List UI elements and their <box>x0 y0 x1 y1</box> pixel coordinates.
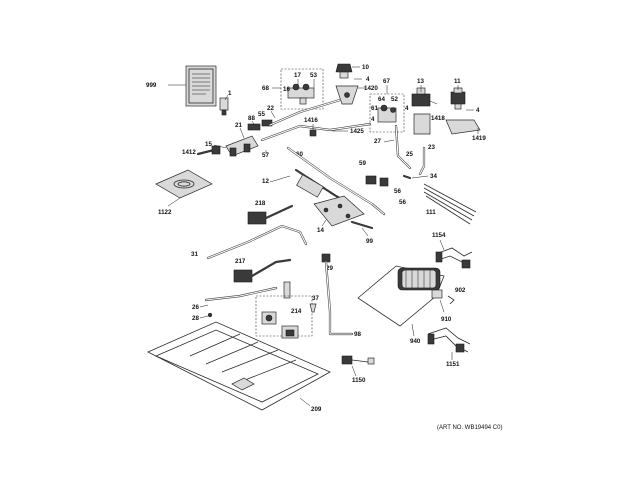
callout-4c: 4 <box>371 116 375 123</box>
callout-22: 22 <box>267 105 274 112</box>
burner-14 <box>313 195 365 227</box>
valve-right-part <box>450 87 466 110</box>
callout-1425: 1425 <box>350 128 364 135</box>
callout-209: 209 <box>311 406 322 413</box>
callout-940: 940 <box>410 338 421 345</box>
callout-1419: 1419 <box>472 135 486 142</box>
callout-37: 37 <box>312 295 319 302</box>
callout-218: 218 <box>255 200 266 207</box>
callout-4b: 4 <box>476 107 480 114</box>
callout-56: 56 <box>394 188 401 195</box>
tube-26 <box>204 281 291 302</box>
callout-59: 59 <box>359 160 366 167</box>
burner-manifold <box>225 135 259 157</box>
callout-16: 16 <box>283 86 290 93</box>
callout-26: 26 <box>192 304 199 311</box>
callout-910: 910 <box>441 316 452 323</box>
callout-52: 52 <box>391 96 398 103</box>
callout-13: 13 <box>417 78 424 85</box>
callout-68: 68 <box>262 85 269 92</box>
wiring-harness-1154 <box>435 247 473 269</box>
regulator-part <box>335 63 353 79</box>
callout-28: 28 <box>192 315 199 322</box>
callout-1418: 1418 <box>431 115 445 122</box>
shield-bracket <box>413 113 431 135</box>
callout-29: 29 <box>326 265 333 272</box>
igniter-218 <box>247 204 294 225</box>
broil-pan-1122 <box>155 169 213 199</box>
heat-shield <box>445 119 481 135</box>
valve-29 <box>321 253 331 263</box>
callout-67: 67 <box>383 78 390 85</box>
callout-111: 111 <box>426 209 436 216</box>
valve-group-box-2 <box>369 93 405 133</box>
callout-27: 27 <box>374 138 381 145</box>
callout-17: 17 <box>294 72 301 79</box>
art-number: (ART NO. WB19494 C0) <box>437 425 502 431</box>
callout-4a: 4 <box>366 76 370 83</box>
valve-59b <box>379 177 389 187</box>
igniter-217 <box>233 258 292 283</box>
callout-31: 31 <box>191 251 198 258</box>
callout-1150: 1150 <box>352 377 366 384</box>
callout-98: 98 <box>354 331 361 338</box>
wiring-harness-1151 <box>427 327 471 353</box>
callout-60: 60 <box>296 151 303 158</box>
callout-1151: 1151 <box>446 361 460 368</box>
bottom-burner-pan <box>147 321 331 411</box>
screw-28 <box>207 312 213 318</box>
callout-11: 11 <box>454 78 461 85</box>
callout-1122: 1122 <box>158 209 172 216</box>
valve-59 <box>365 175 377 185</box>
callout-99: 99 <box>366 238 373 245</box>
wiring-harness <box>423 183 477 225</box>
valve-assembly-2 <box>377 104 397 123</box>
callout-61: 61 <box>371 105 378 112</box>
callout-25: 25 <box>406 151 413 158</box>
valve-group-box <box>280 68 324 110</box>
callout-1154: 1154 <box>432 232 446 239</box>
callout-88: 88 <box>248 115 255 122</box>
callout-10: 10 <box>362 64 369 71</box>
callout-55: 55 <box>258 111 265 118</box>
sensor-1150 <box>341 355 375 365</box>
callout-1412: 1412 <box>182 149 196 156</box>
callout-1416: 1416 <box>304 117 318 124</box>
callout-999: 999 <box>146 82 157 89</box>
gas-tube-31 <box>206 224 308 260</box>
callout-21: 21 <box>235 122 242 129</box>
orifice-fitting-88 <box>247 123 261 131</box>
callout-15: 15 <box>205 141 212 148</box>
literature-manual <box>185 65 217 107</box>
callout-34: 34 <box>430 173 437 180</box>
callout-14: 14 <box>317 227 324 234</box>
callout-4d: 4 <box>405 105 409 112</box>
callout-23: 23 <box>428 144 435 151</box>
clip-1416 <box>309 129 317 137</box>
convection-fan-assembly <box>357 265 445 327</box>
callout-12: 12 <box>262 178 269 185</box>
callout-64: 64 <box>378 96 385 103</box>
callout-902: 902 <box>455 287 466 294</box>
callout-53: 53 <box>310 72 317 79</box>
callout-1: 1 <box>228 90 232 97</box>
grommet-37 <box>309 303 317 313</box>
valve-assembly <box>287 83 315 105</box>
callout-214: 214 <box>291 308 302 315</box>
callout-1420: 1420 <box>364 85 378 92</box>
spark-module <box>261 311 299 339</box>
hose-clamp-1412 <box>196 145 221 156</box>
callout-217: 217 <box>235 258 246 265</box>
bracket-part <box>219 97 229 116</box>
callout-57: 57 <box>262 152 269 159</box>
gas-tube-98 <box>324 260 354 336</box>
orifice-bracket <box>335 85 359 105</box>
callout-56b: 56 <box>399 199 406 206</box>
